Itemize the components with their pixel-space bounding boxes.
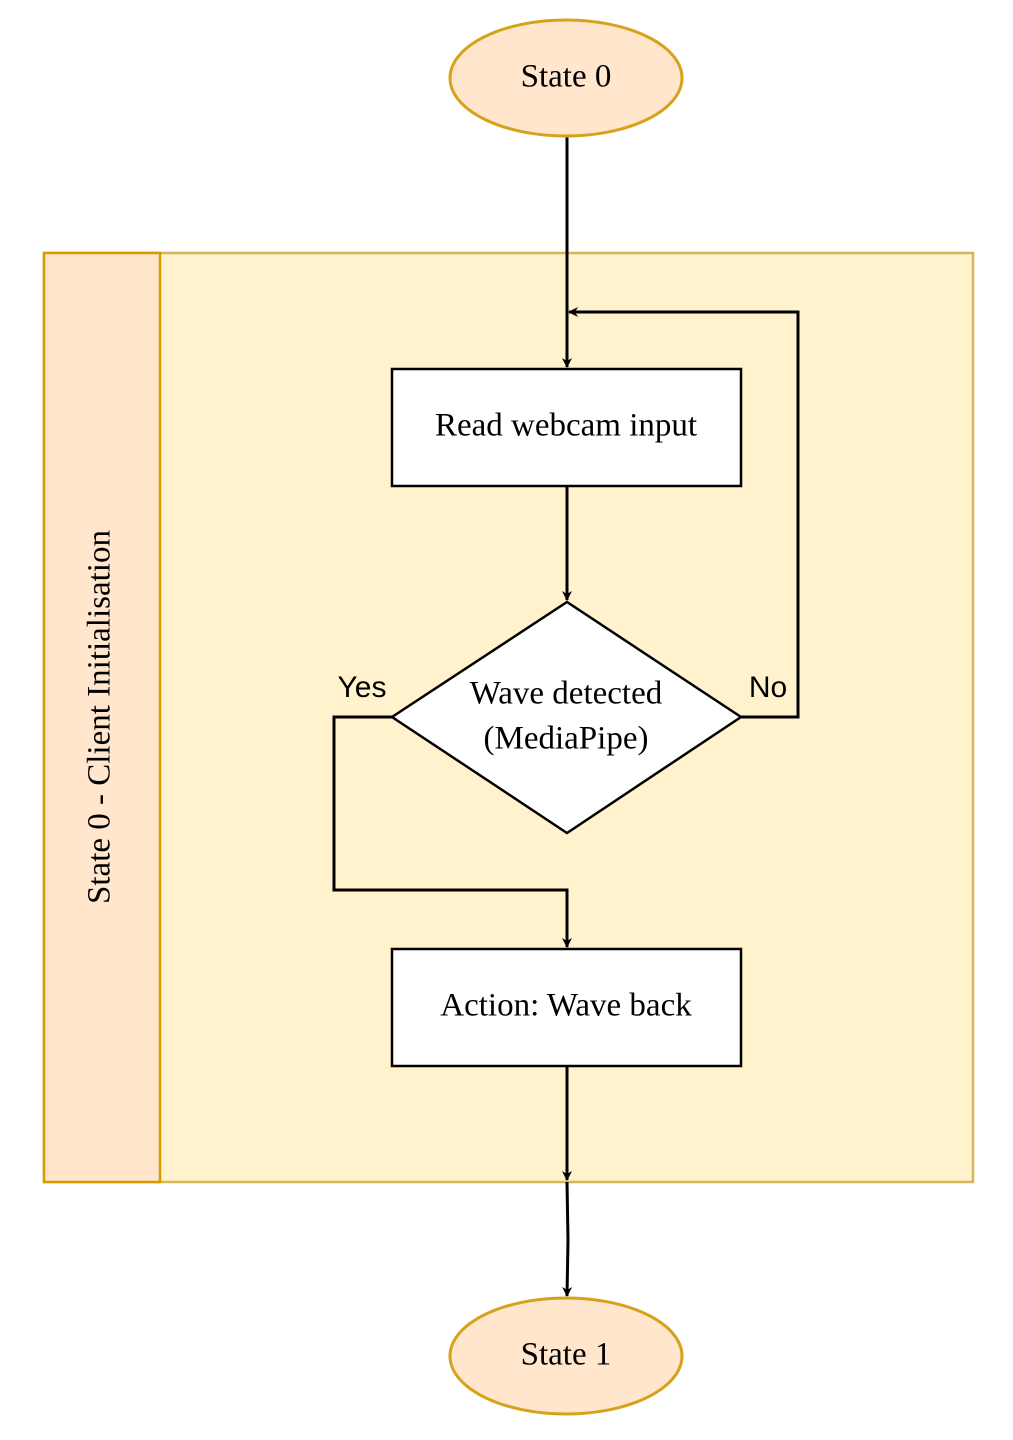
wave-detected-decision-node xyxy=(389,600,744,835)
edge-label-no: No xyxy=(749,671,787,704)
end-state-node xyxy=(448,1296,684,1416)
action-wave-back-node xyxy=(390,947,743,1068)
edge-label-yes: Yes xyxy=(338,671,387,704)
swimlane-header xyxy=(42,251,162,1184)
edge-lane-to-end xyxy=(562,1181,573,1297)
start-state-node xyxy=(448,18,684,138)
edge-no-loop xyxy=(568,307,800,719)
read-webcam-node xyxy=(390,367,743,488)
decision-label-line2: (MediaPipe) xyxy=(484,721,649,757)
end-state-label: State 1 xyxy=(521,1337,612,1373)
action-wave-back-label: Action: Wave back xyxy=(440,988,692,1024)
swimlane-title: State 0 - Client Initialisation xyxy=(82,530,118,904)
start-state-label: State 0 xyxy=(521,59,612,95)
edge-yes-to-action xyxy=(332,715,572,948)
read-webcam-label: Read webcam input xyxy=(435,408,697,444)
decision-label-line1: Wave detected xyxy=(470,676,663,712)
